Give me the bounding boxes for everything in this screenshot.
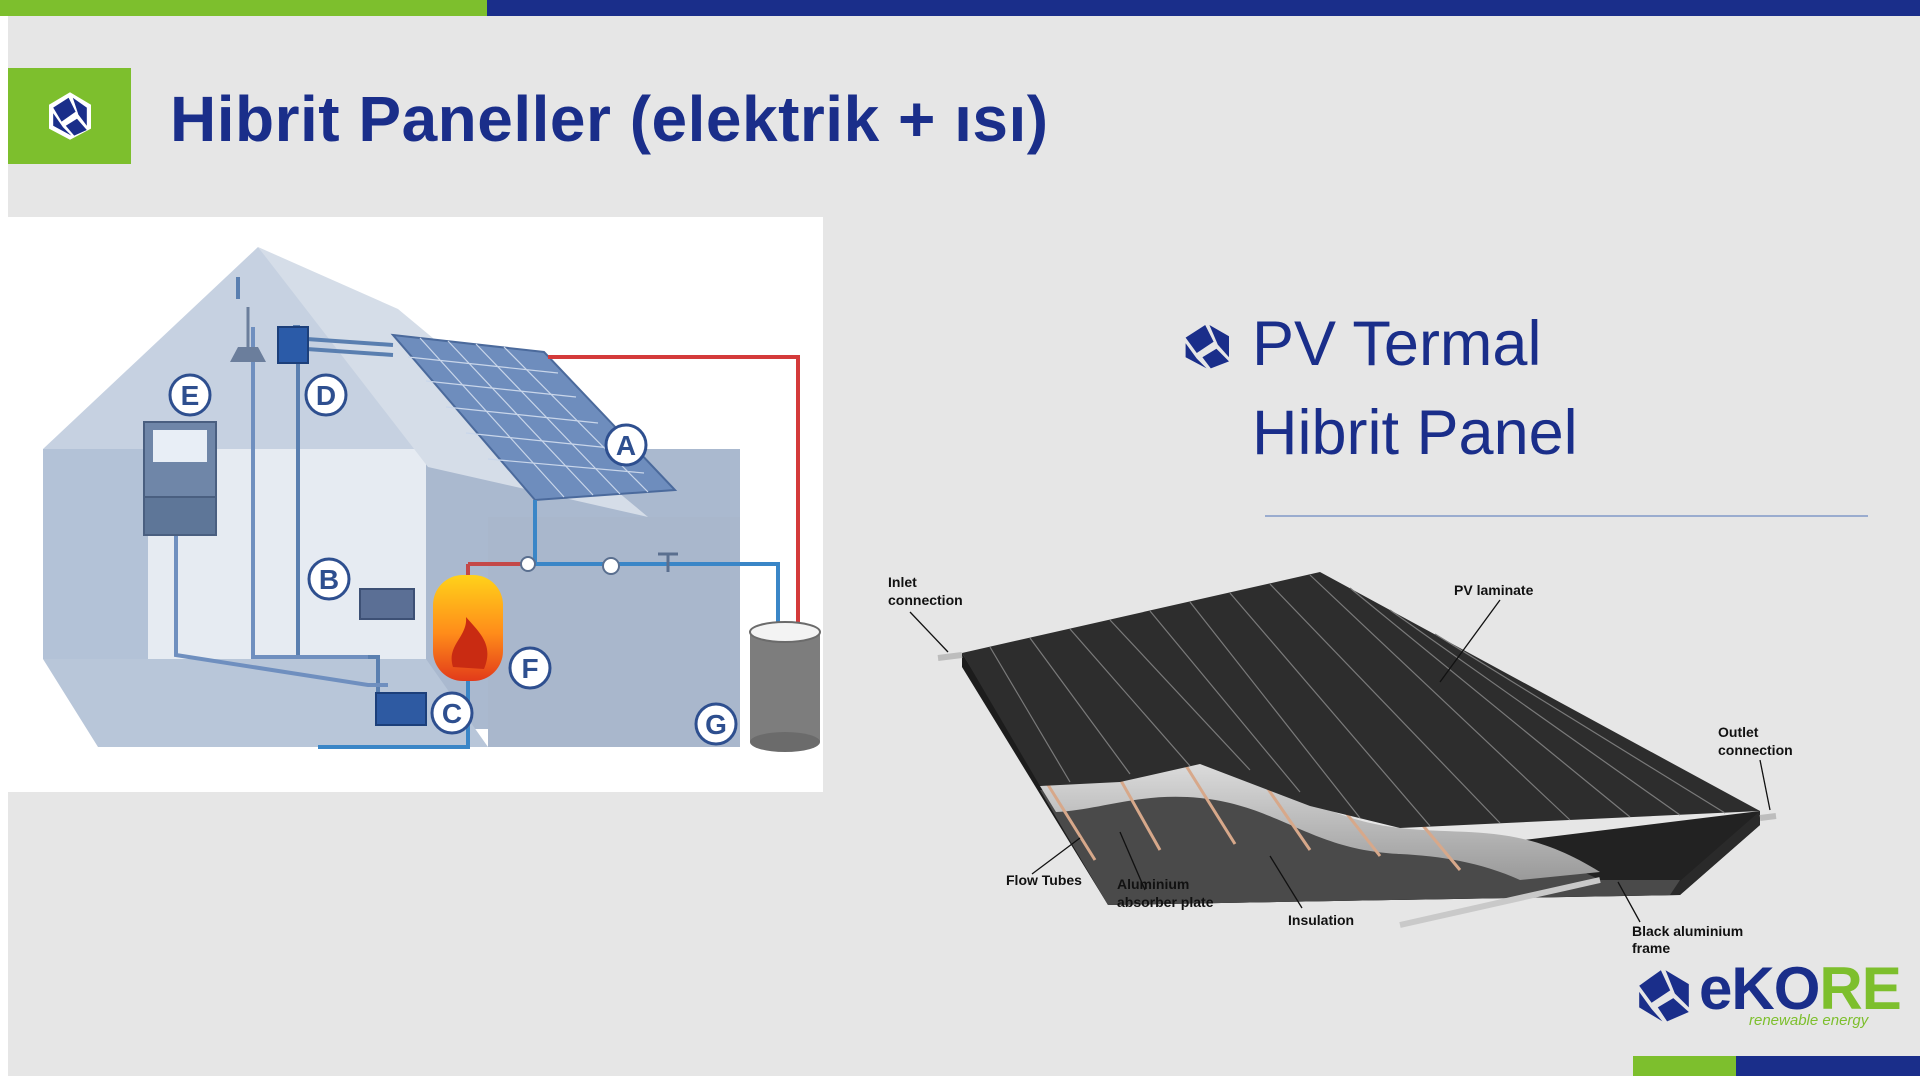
title-badge (8, 68, 131, 164)
panel-pv-laminate (962, 572, 1760, 828)
label-f-text: F (521, 653, 538, 684)
slide-left-edge (0, 0, 8, 1076)
ceiling-lamp (230, 307, 266, 362)
inverter-box-d (277, 326, 309, 364)
callout-leaders (909, 599, 1771, 923)
callout-frame-1: Black aluminium (1632, 923, 1743, 939)
callout-inlet-1: Inlet (888, 574, 917, 590)
callout-insulation: Insulation (1288, 912, 1354, 928)
label-f: F (508, 646, 552, 690)
top-accent-bar-blue (487, 0, 1920, 16)
label-b: B (307, 557, 351, 601)
logo-wordmark: eKORE (1699, 954, 1902, 1023)
panel-cell-lines (989, 574, 1726, 827)
callout-flow-tubes: Flow Tubes (1006, 872, 1082, 888)
callout-outlet-2: connection (1718, 742, 1793, 758)
house-system-diagram: A B C D E F G (8, 217, 823, 792)
label-g-text: G (705, 709, 727, 740)
label-a-text: A (616, 430, 636, 461)
storage-tank-g (749, 621, 821, 752)
label-e-text: E (181, 380, 200, 411)
label-d-text: D (316, 380, 336, 411)
battery-c (375, 692, 427, 726)
ekore-logo: eKORE renewable energy (1633, 955, 1902, 1030)
logo-word-re: RE (1819, 955, 1901, 1022)
bottom-accent-bar-blue (1736, 1056, 1920, 1076)
house-left-wall (43, 449, 148, 659)
cube-logo-icon (1639, 970, 1689, 1022)
pvt-panel-diagram: Inlet connection PV laminate Outlet conn… (880, 560, 1800, 960)
callout-inlet-2: connection (888, 592, 963, 608)
bullet-text: PV Termal Hibrit Panel (1252, 300, 1578, 478)
bullet-line-1: PV Termal (1252, 309, 1542, 379)
label-c: C (430, 691, 474, 735)
cube-bullet-icon (1185, 325, 1229, 369)
roof-solar-panel (390, 333, 678, 502)
cube-badge-icon (48, 92, 91, 140)
callout-outlet-1: Outlet (1718, 724, 1759, 740)
panel-absorber-cutaway (1040, 762, 1600, 880)
label-a: A (604, 423, 648, 467)
pipe-tap (658, 552, 678, 572)
inlet-pipe (937, 652, 963, 661)
charge-controller-b (359, 588, 415, 620)
pipe-pump (602, 557, 620, 575)
logo-tagline: renewable energy (1749, 1012, 1869, 1029)
bullet-line-2: Hibrit Panel (1252, 398, 1578, 468)
pipe-valve-1 (520, 556, 536, 572)
bottom-accent-bar-green (1633, 1056, 1736, 1076)
slide-title: Hibrit Paneller (elektrik + ısı) (170, 83, 1049, 155)
outlet-pipe (1759, 813, 1777, 821)
callout-frame-2: frame (1632, 940, 1670, 956)
label-c-text: C (442, 698, 462, 729)
label-b-text: B (319, 564, 339, 595)
top-accent-bar-green (0, 0, 487, 16)
callout-absorber-2: absorber plate (1117, 894, 1214, 910)
divider-rule (1265, 515, 1868, 517)
house-front-wall (488, 517, 740, 747)
label-e: E (168, 373, 212, 417)
label-d: D (304, 373, 348, 417)
logo-word-eko: eKO (1699, 955, 1820, 1022)
control-panel-e (143, 421, 217, 536)
callout-absorber-1: Aluminium (1117, 876, 1189, 892)
hot-water-tank-f (433, 575, 503, 681)
bottom-pipe (1399, 877, 1601, 928)
callout-pv-laminate: PV laminate (1454, 582, 1534, 598)
label-g: G (694, 702, 738, 746)
